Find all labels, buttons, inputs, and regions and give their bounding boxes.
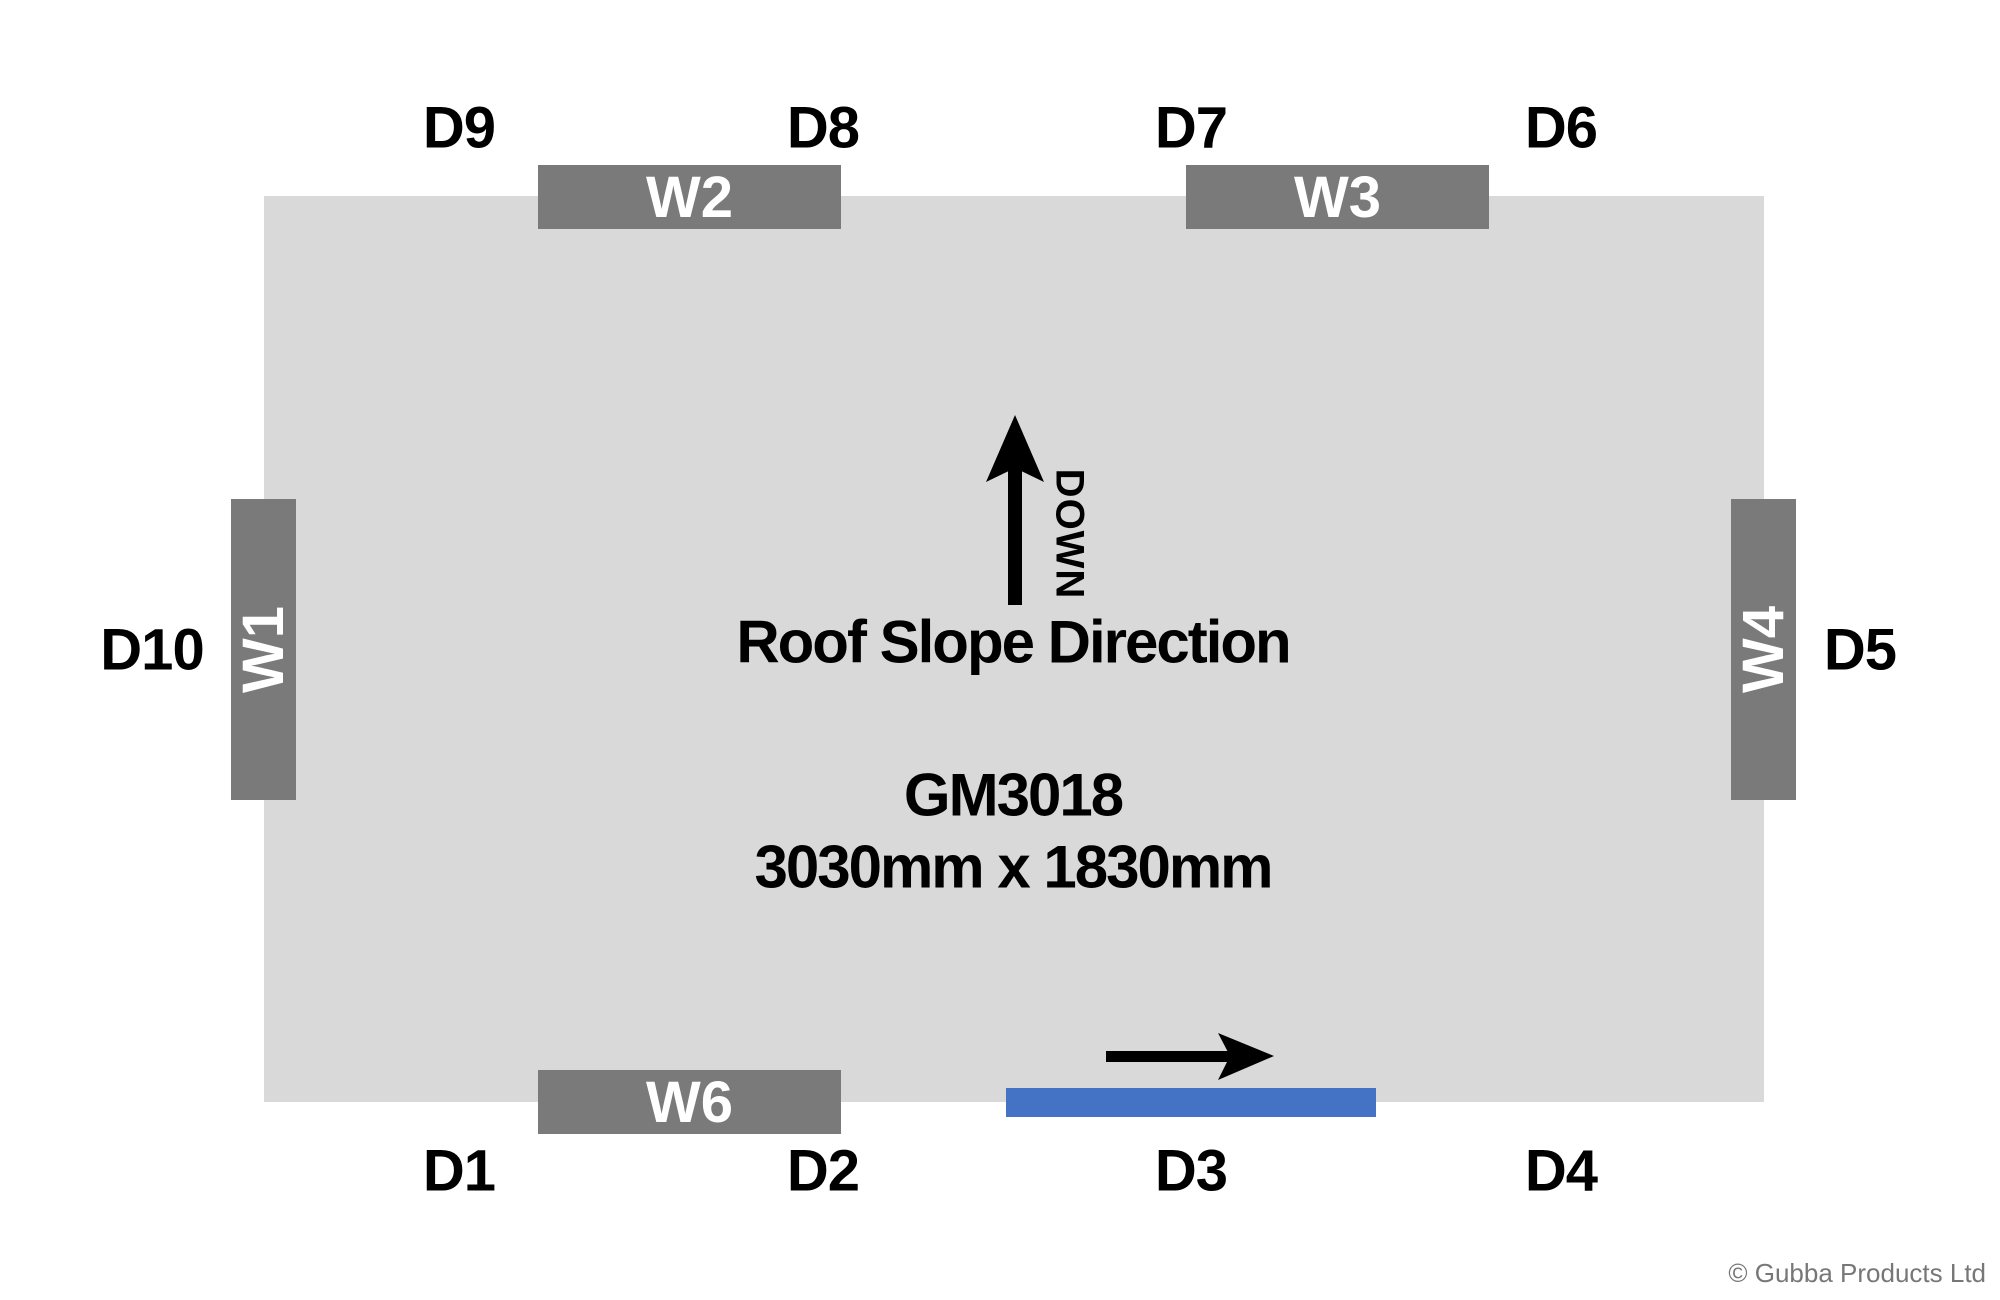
wall-w3: W3 — [1186, 164, 1489, 230]
wall-w1: W1 — [231, 499, 296, 800]
door-d3 — [1006, 1088, 1376, 1117]
slope-title: Roof Slope Direction — [736, 608, 1291, 676]
model-dimensions: 3030mm x 1830mm — [754, 833, 1273, 901]
wall-w2: W2 — [538, 164, 841, 230]
wall-w2-label: W2 — [646, 164, 733, 230]
position-d6: D6 — [1524, 95, 1598, 161]
wall-w4-label: W4 — [1731, 606, 1796, 693]
copyright: © Gubba Products Ltd — [1728, 1258, 1986, 1288]
slope-down-label: DOWN — [1047, 468, 1092, 600]
position-d7: D7 — [1154, 95, 1228, 161]
position-d10: D10 — [100, 617, 204, 683]
wall-w6-label: W6 — [646, 1069, 733, 1135]
door-direction-arrow-icon — [1106, 1033, 1274, 1080]
position-d3: D3 — [1154, 1138, 1228, 1204]
position-d2: D2 — [786, 1138, 860, 1204]
model-code: GM3018 — [903, 761, 1124, 829]
position-d4: D4 — [1524, 1138, 1598, 1204]
slope-arrow-icon — [986, 415, 1044, 605]
position-d8: D8 — [786, 95, 860, 161]
wall-w4: W4 — [1731, 499, 1796, 800]
wall-w3-label: W3 — [1294, 164, 1381, 230]
position-d9: D9 — [422, 95, 496, 161]
wall-w1-label: W1 — [231, 606, 296, 693]
wall-w6: W6 — [538, 1069, 841, 1135]
position-d5: D5 — [1823, 617, 1897, 683]
building-base — [264, 196, 1764, 1102]
position-d1: D1 — [422, 1138, 496, 1204]
